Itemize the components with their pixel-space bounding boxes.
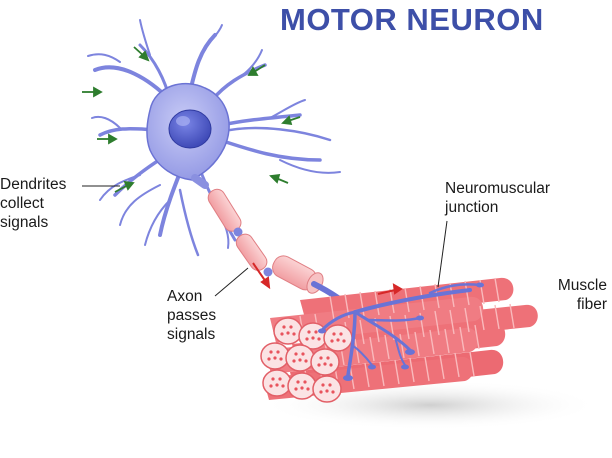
outgoing-signal-arrows [252, 262, 403, 295]
label-neuromuscular-junction: Neuromuscular junction [445, 180, 551, 216]
incoming-signal-arrows [82, 46, 301, 193]
axon-leader [214, 267, 249, 297]
axon [191, 174, 358, 315]
diagram-title: MOTOR NEURON [280, 2, 544, 37]
leader-lines [82, 185, 448, 297]
junction-leader [437, 220, 448, 288]
node-of-ranvier-1 [233, 227, 243, 237]
label-muscle-fiber: Muscle fiber [557, 277, 607, 313]
signal-arrow-junction [377, 283, 403, 295]
signal-arrow-1 [133, 46, 150, 62]
signal-arrow-5 [247, 64, 266, 76]
signal-arrow-3 [97, 133, 118, 145]
signal-arrow-4 [114, 180, 135, 193]
myelin-sheath-2 [235, 233, 268, 271]
signal-arrow-2 [82, 86, 103, 98]
signal-arrow-axon [252, 262, 271, 290]
label-dendrites: Dendrites collect signals [0, 176, 67, 231]
fiber-cross-sections [260, 317, 353, 403]
nucleus [168, 109, 212, 149]
axon-terminals [320, 283, 482, 377]
label-axon: Axon passes signals [167, 288, 217, 343]
signal-arrow-6 [281, 115, 301, 126]
signal-arrow-7 [269, 173, 289, 184]
node-of-ranvier-2 [263, 267, 273, 277]
motor-end-plates [318, 282, 484, 381]
myelin-sheath-1 [207, 188, 242, 232]
nucleus-highlight [176, 116, 190, 126]
